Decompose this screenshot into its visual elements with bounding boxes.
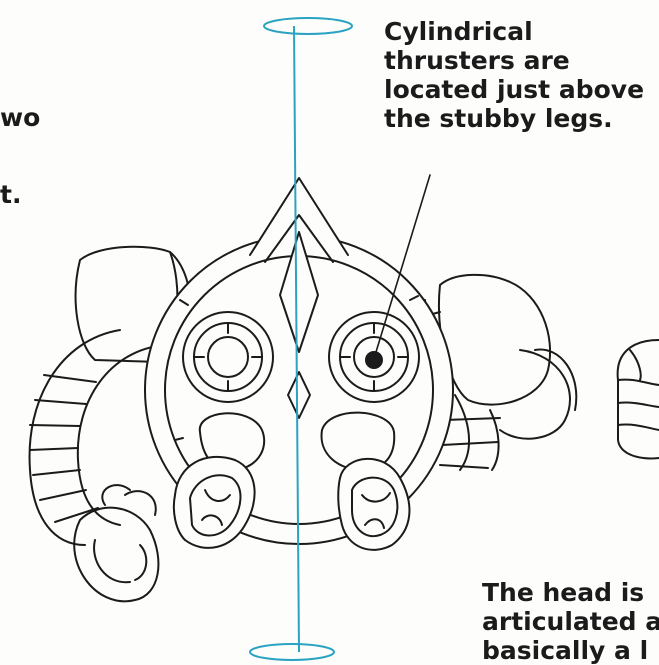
thrusters-caption-line: located just above	[384, 75, 644, 104]
thrusters-caption: Cylindrical thrusters are located just a…	[384, 17, 644, 133]
thrusters-caption-line: thrusters are	[384, 46, 644, 75]
right-arm	[440, 349, 576, 470]
head-caption-line: The head is	[482, 578, 659, 607]
right-fist-partial	[618, 340, 659, 458]
head-caption-line: articulated a	[482, 607, 659, 636]
thrusters-caption-line: Cylindrical	[384, 17, 644, 46]
right-thruster-core	[366, 352, 382, 368]
head-caption: The head is articulated a basically a l	[482, 578, 659, 665]
left-text-fragment: wo	[0, 103, 40, 132]
thrusters-caption-line: the stubby legs.	[384, 104, 644, 133]
left-text-fragment: t.	[0, 180, 21, 209]
head-caption-line: basically a l	[482, 636, 659, 665]
left-arm	[30, 330, 165, 601]
